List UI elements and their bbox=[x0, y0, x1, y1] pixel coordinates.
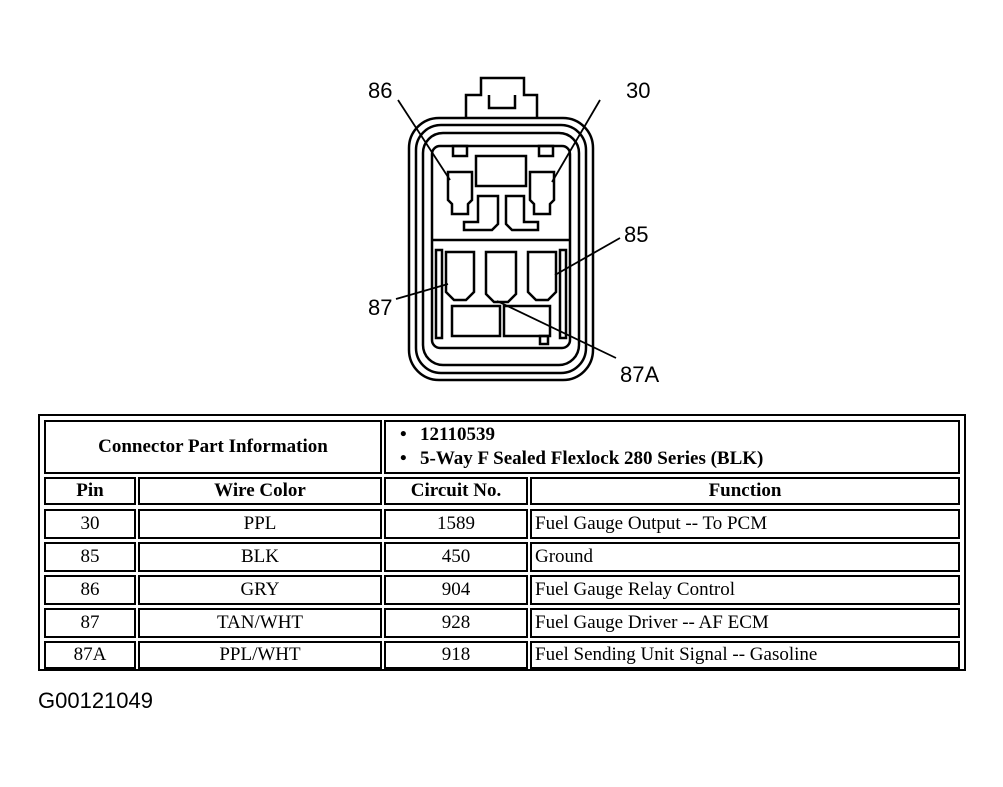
pin-label-87: 87 bbox=[368, 295, 392, 320]
table-cell-pin: 86 bbox=[44, 575, 136, 605]
table-cell-pin: 30 bbox=[44, 509, 136, 539]
table-cell-function: Fuel Sending Unit Signal -- Gasoline bbox=[530, 641, 960, 669]
part-description: 5-Way F Sealed Flexlock 280 Series (BLK) bbox=[420, 447, 763, 471]
table-cell-pin: 87 bbox=[44, 608, 136, 638]
table-cell-wire-color: GRY bbox=[138, 575, 382, 605]
table-cell-circuit: 450 bbox=[384, 542, 528, 572]
connector-table: Connector Part Information 12110539 5-Wa… bbox=[38, 414, 966, 671]
header-function: Function bbox=[530, 477, 960, 505]
table-cell-function: Fuel Gauge Driver -- AF ECM bbox=[530, 608, 960, 638]
table-cell-circuit: 928 bbox=[384, 608, 528, 638]
table-cell-pin: 85 bbox=[44, 542, 136, 572]
table-cell-function: Fuel Gauge Output -- To PCM bbox=[530, 509, 960, 539]
connector-body bbox=[407, 76, 595, 382]
table-title: Connector Part Information bbox=[44, 420, 382, 474]
table-cell-wire-color: BLK bbox=[138, 542, 382, 572]
table-cell-function: Fuel Gauge Relay Control bbox=[530, 575, 960, 605]
table-cell-function: Ground bbox=[530, 542, 960, 572]
part-info: 12110539 5-Way F Sealed Flexlock 280 Ser… bbox=[384, 420, 960, 474]
leader-lines bbox=[395, 99, 621, 359]
table-cell-pin: 87A bbox=[44, 641, 136, 669]
connector-diagram: 86 30 85 87 87A bbox=[368, 76, 659, 387]
figure-id: G00121049 bbox=[38, 688, 153, 713]
table-cell-circuit: 904 bbox=[384, 575, 528, 605]
table-cell-circuit: 1589 bbox=[384, 509, 528, 539]
table-cell-wire-color: PPL bbox=[138, 509, 382, 539]
header-wire-color: Wire Color bbox=[138, 477, 382, 505]
table-cell-wire-color: PPL/WHT bbox=[138, 641, 382, 669]
pin-label-85: 85 bbox=[624, 222, 648, 247]
table-cell-wire-color: TAN/WHT bbox=[138, 608, 382, 638]
part-number: 12110539 bbox=[420, 423, 495, 447]
pin-label-30: 30 bbox=[626, 78, 650, 103]
header-circuit-no: Circuit No. bbox=[384, 477, 528, 505]
pin-label-86: 86 bbox=[368, 78, 392, 103]
table-cell-circuit: 918 bbox=[384, 641, 528, 669]
header-pin: Pin bbox=[44, 477, 136, 505]
pin-label-87a: 87A bbox=[620, 362, 659, 387]
